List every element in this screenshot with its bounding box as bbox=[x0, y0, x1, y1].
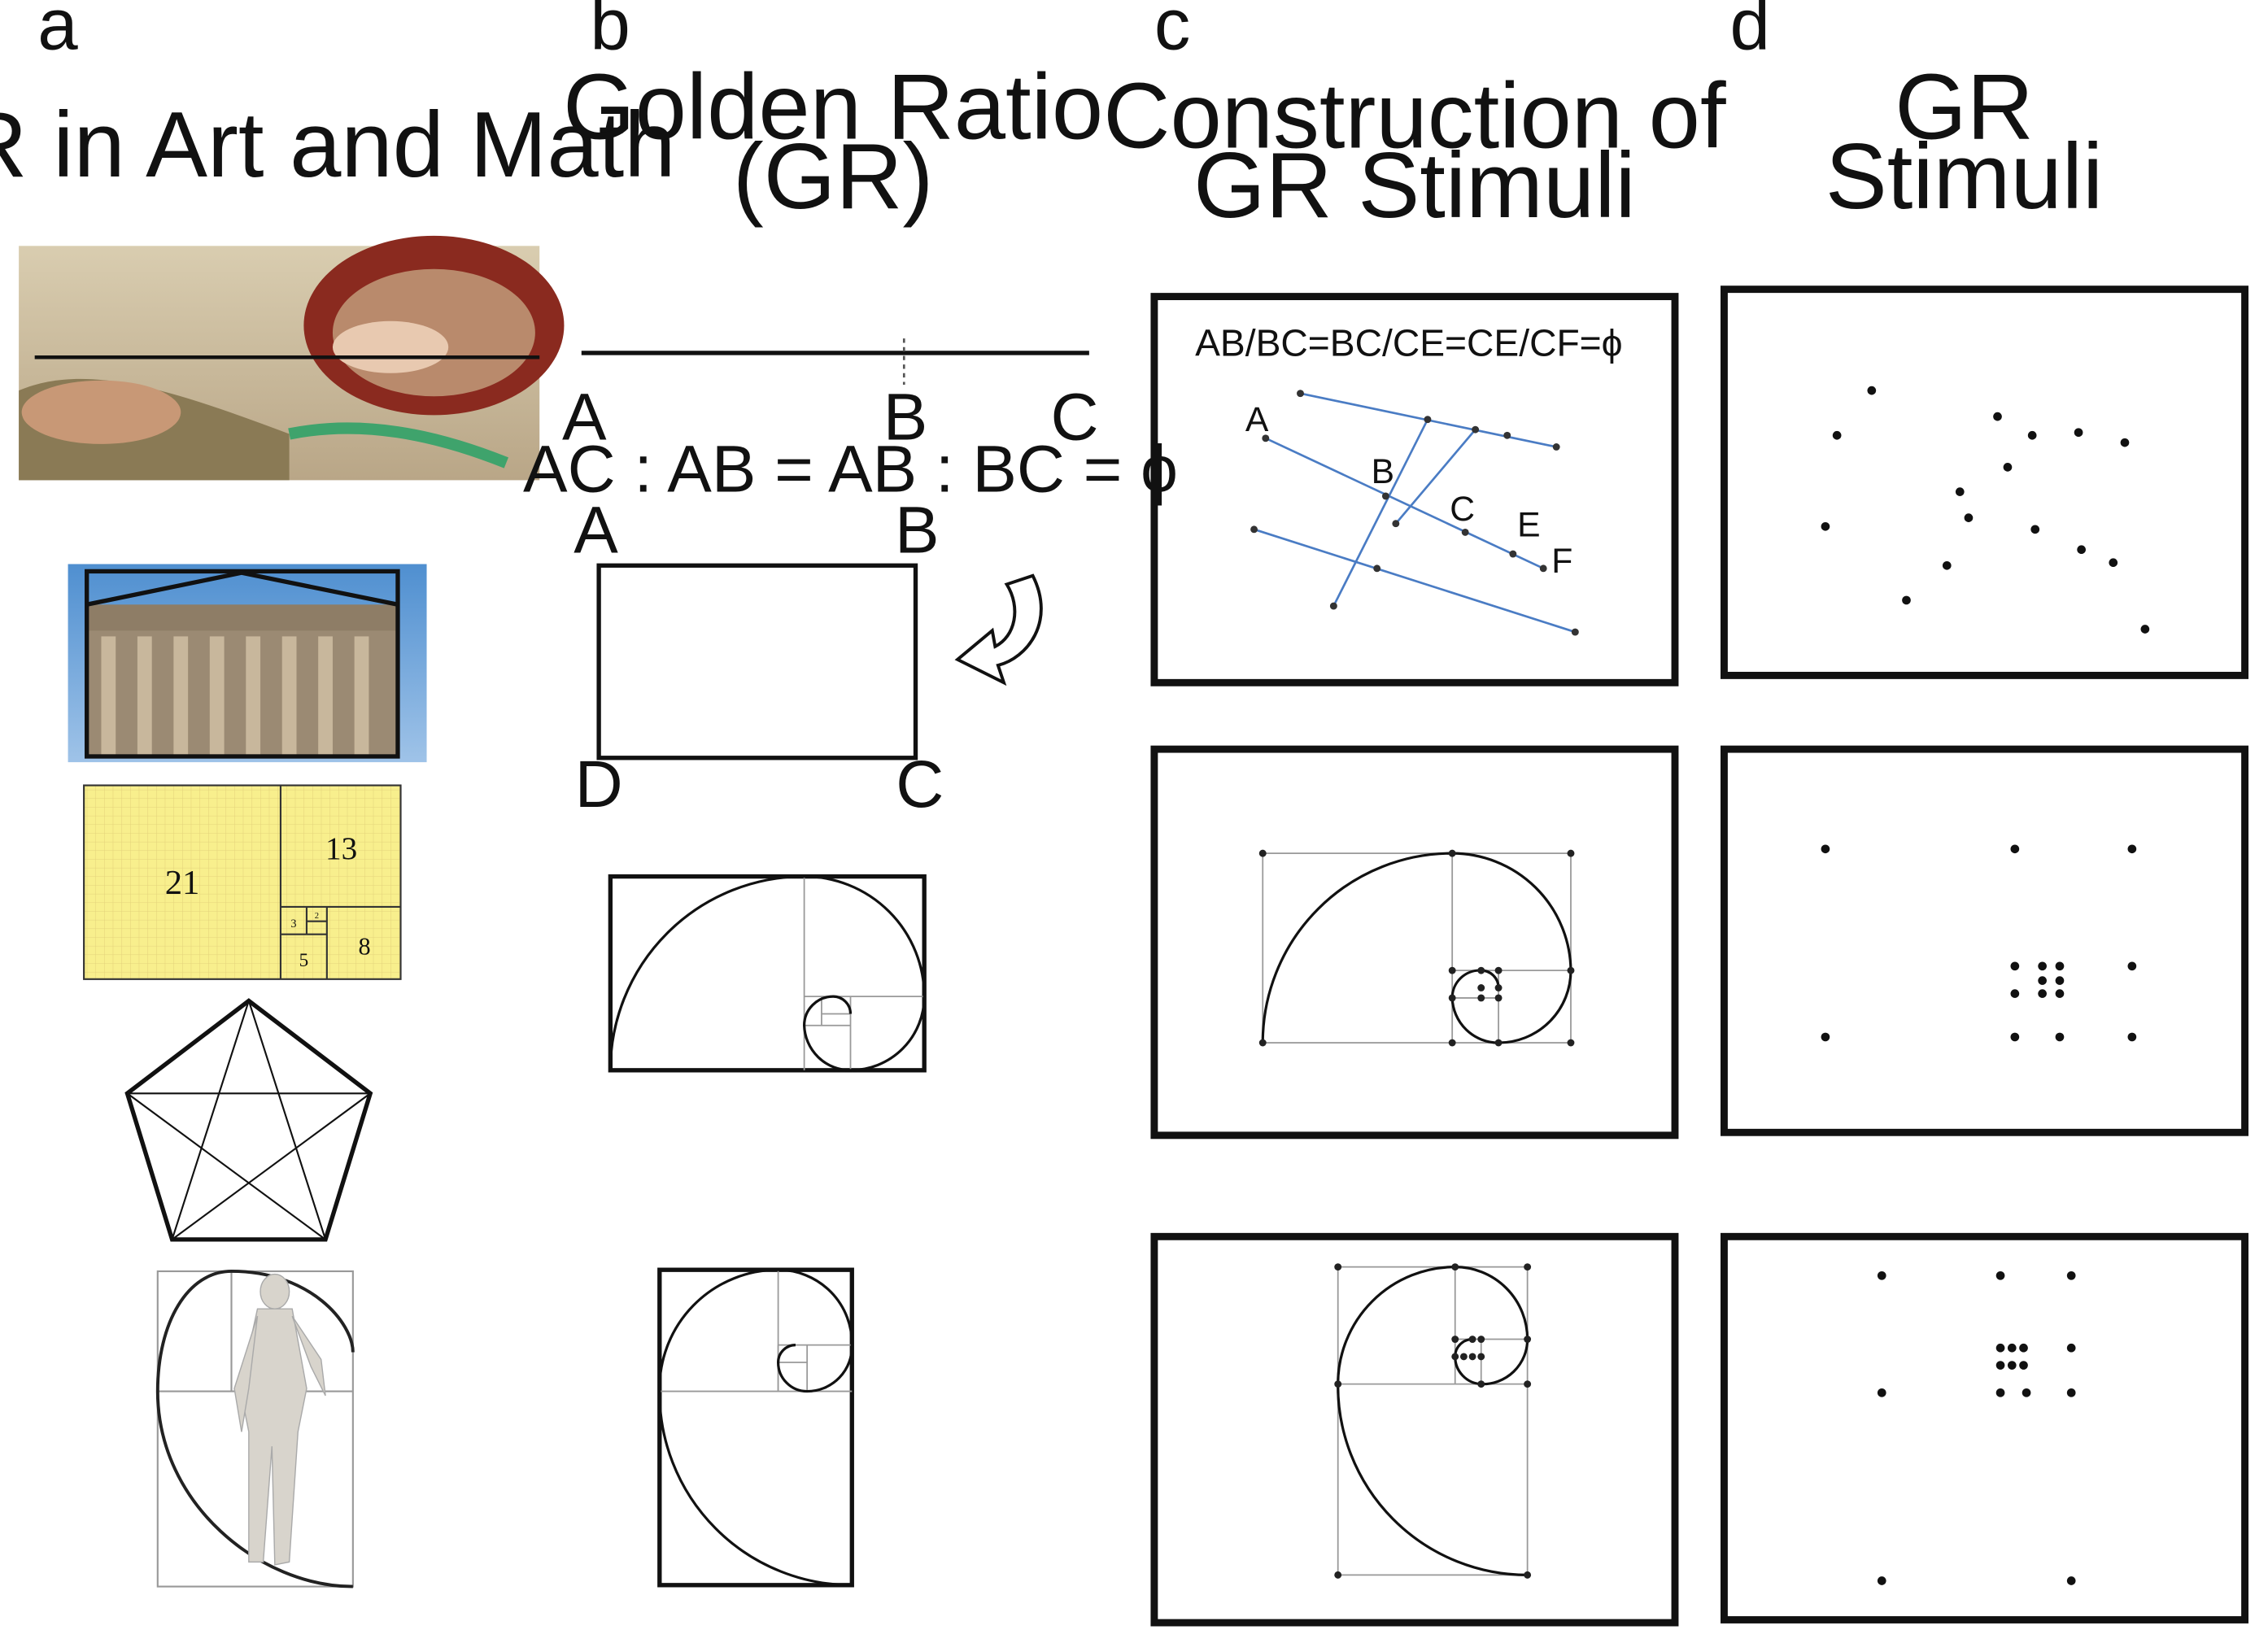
construction-spiral-landscape-points bbox=[1258, 849, 1575, 1047]
construction-spiral-portrait-points bbox=[1334, 1263, 1532, 1579]
construction-point-b: B bbox=[1372, 452, 1394, 491]
construction-lines bbox=[1254, 392, 1576, 634]
stimulus-dots-random bbox=[1821, 386, 2150, 634]
statue-with-spiral bbox=[155, 1270, 355, 1589]
construction-equation: AB/BC=BC/CE=CE/CF=ϕ bbox=[1195, 321, 1622, 364]
panel-b-title-line2: (GR) bbox=[733, 125, 933, 229]
golden-spiral-landscape bbox=[608, 874, 927, 1073]
panel-c-title-line2: GR Stimuli bbox=[1193, 134, 1636, 238]
construction-box-spiral-landscape bbox=[1150, 745, 1679, 1140]
construction-point-e: E bbox=[1517, 506, 1540, 545]
rect-corner-d: D bbox=[575, 747, 623, 822]
panel-letter-b: b bbox=[590, 0, 630, 65]
construction-box-spiral-portrait bbox=[1150, 1232, 1679, 1627]
rect-corner-c: C bbox=[896, 747, 944, 822]
construction-point-a: A bbox=[1245, 400, 1269, 439]
stimulus-dots-landscape bbox=[1821, 844, 2137, 1042]
curved-arrow-icon bbox=[954, 573, 1043, 686]
construction-point-f: F bbox=[1551, 542, 1572, 581]
panel-letter-d: d bbox=[1730, 0, 1770, 65]
fib-label-3: 3 bbox=[290, 917, 296, 930]
construction-point-c: C bbox=[1450, 490, 1475, 529]
fib-label-21: 21 bbox=[165, 864, 200, 902]
pentagram bbox=[124, 998, 373, 1242]
construction-spiral-portrait bbox=[1337, 1266, 1529, 1576]
rect-corner-a: A bbox=[574, 493, 618, 567]
golden-section-line bbox=[581, 338, 1089, 386]
painting-creation-of-adam bbox=[19, 235, 565, 481]
golden-ratio-equation: AC : AB = AB : BC = ϕ bbox=[523, 433, 1178, 507]
point-label-b: B bbox=[883, 381, 928, 455]
construction-points bbox=[1250, 390, 1579, 636]
golden-rectangle bbox=[596, 563, 918, 760]
construction-box-lines bbox=[1150, 293, 1679, 686]
fib-label-2: 2 bbox=[315, 912, 319, 921]
fibonacci-squares: 21 13 8 5 3 2 bbox=[83, 784, 402, 980]
panel-d-title-line2: Stimuli bbox=[1825, 125, 2103, 229]
stimulus-box-landscape bbox=[1721, 745, 2248, 1136]
golden-spiral-portrait bbox=[657, 1267, 854, 1588]
panel-a-title: GR in Art and Math bbox=[0, 94, 676, 197]
fib-label-5: 5 bbox=[299, 949, 309, 970]
stimulus-box-portrait bbox=[1721, 1232, 2248, 1623]
panel-letter-c: c bbox=[1154, 0, 1190, 65]
panel-c-title-line1: Construction of bbox=[1103, 64, 1726, 168]
stimulus-dots-portrait bbox=[1877, 1270, 2076, 1585]
point-label-c: C bbox=[1051, 381, 1099, 455]
panel-d-title-line1: GR bbox=[1895, 56, 2034, 159]
stimulus-box-random bbox=[1721, 285, 2248, 679]
fib-label-13: 13 bbox=[325, 831, 357, 866]
point-label-a: A bbox=[562, 381, 607, 455]
parthenon-photo bbox=[68, 564, 427, 763]
panel-b-title-line1: Golden Ratio bbox=[563, 56, 1103, 159]
rect-corner-b: B bbox=[895, 493, 940, 567]
panel-letter-a: a bbox=[37, 0, 78, 65]
fib-label-8: 8 bbox=[359, 933, 371, 961]
construction-spiral-landscape bbox=[1261, 852, 1572, 1044]
